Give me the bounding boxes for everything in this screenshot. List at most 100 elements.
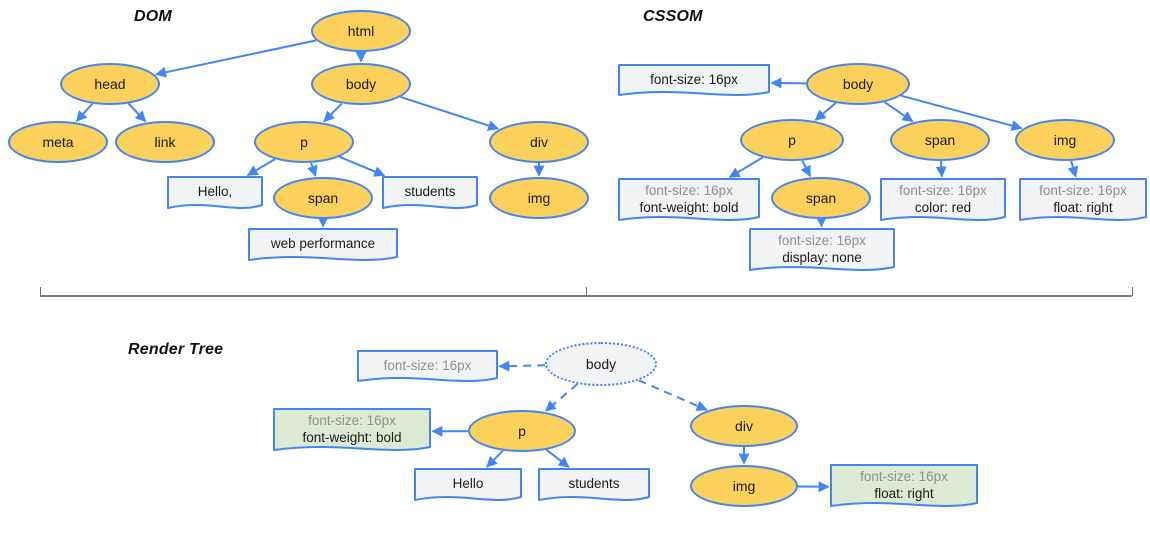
box-label: font-size: 16px (357, 358, 498, 374)
section-title-render-tree: Render Tree (128, 341, 224, 358)
dom-box-webperf[interactable]: web performance (248, 228, 398, 265)
node-label: span (307, 190, 339, 206)
render_tree-box-rb_body[interactable]: font-size: 16px (357, 350, 498, 386)
cssom-node-c_span2[interactable]: span (771, 177, 871, 219)
box-line: font-size: 16px (383, 357, 472, 373)
cssom-node-c_body[interactable]: body (806, 63, 910, 105)
node-label: body (585, 356, 617, 372)
box-label: font-size: 16px (618, 72, 770, 88)
box-line: font-size: 16px (778, 233, 866, 249)
box-line: font-size: 16px (899, 183, 987, 199)
node-label: body (842, 76, 874, 92)
render_tree-node-r_img[interactable]: img (690, 465, 798, 507)
dom-node-html[interactable]: html (311, 10, 411, 52)
divider-tick-left (40, 287, 41, 296)
render_tree-node-r_p[interactable]: p (468, 410, 576, 452)
dom-edge-body-to-div (400, 95, 500, 131)
node-label: img (732, 478, 756, 494)
node-label: img (527, 190, 551, 206)
dom-node-body[interactable]: body (311, 63, 411, 105)
section-divider (40, 295, 1132, 297)
dom-edge-p-to-students (339, 155, 386, 177)
render_tree-edge-r_p-to-rb_hello (486, 449, 504, 468)
dom-node-span[interactable]: span (273, 177, 373, 219)
cssom-edge-c_img-to-b_img (1067, 160, 1079, 178)
cssom-edge-c_p-to-b_p (728, 156, 764, 179)
cssom-node-c_img[interactable]: img (1015, 119, 1115, 161)
dom-node-div[interactable]: div (489, 121, 589, 163)
box-line: font-size: 16px (308, 413, 396, 429)
node-label: div (530, 134, 548, 150)
render_tree-edge-r_body-to-r_p (544, 383, 579, 412)
box-line: font-weight: bold (302, 429, 402, 445)
dom-edge-html-to-head (155, 39, 317, 78)
dom-node-img[interactable]: img (489, 177, 589, 219)
divider-tick-right (1132, 287, 1133, 296)
box-line: float: right (874, 485, 934, 501)
node-label: p (300, 134, 308, 150)
section-title-dom: DOM (134, 8, 172, 25)
dom-node-link[interactable]: link (115, 121, 215, 163)
section-title-cssom: CSSOM (643, 8, 703, 25)
box-line: font-size: 16px (650, 71, 738, 87)
node-label: div (735, 418, 753, 434)
dom-box-students[interactable]: students (382, 176, 478, 213)
box-label: Hello, (167, 184, 263, 200)
node-label: html (347, 23, 375, 39)
node-label: span (805, 190, 837, 206)
box-label: students (382, 184, 478, 200)
box-label: Hello (414, 476, 522, 492)
cssom-node-c_span[interactable]: span (890, 119, 990, 161)
render_tree-node-r_div[interactable]: div (690, 405, 798, 447)
dom-edge-head-to-meta (75, 103, 94, 123)
cssom-edge-c_p-to-c_span2 (800, 160, 811, 178)
node-label: body (345, 76, 377, 92)
dom-node-meta[interactable]: meta (8, 121, 108, 163)
cssom-node-c_p[interactable]: p (740, 119, 844, 161)
render_tree-box-rb_students[interactable]: students (538, 468, 650, 505)
box-line: display: none (782, 249, 862, 265)
dom-node-p[interactable]: p (254, 121, 354, 163)
node-label: p (518, 423, 526, 439)
cssom-edge-c_body-to-c_span (883, 101, 914, 123)
box-line: font-weight: bold (639, 199, 739, 215)
dom-edge-head-to-link (127, 102, 147, 123)
dom-box-hello[interactable]: Hello, (167, 176, 263, 213)
dom-edge-p-to-span (307, 162, 318, 177)
cssom-box-b_body[interactable]: font-size: 16px (618, 64, 770, 100)
cssom-edge-c_body-to-c_p (814, 102, 837, 121)
render_tree-edge-r_body-to-rb_body (498, 360, 546, 372)
cssom-edge-c_body-to-b_body (770, 77, 807, 89)
box-line: font-size: 16px (1039, 183, 1127, 199)
box-label: web performance (248, 236, 398, 252)
render_tree-edge-r_p-to-rb_students (545, 448, 570, 468)
node-label: meta (42, 134, 74, 150)
node-label: head (94, 76, 126, 92)
box-line: students (404, 184, 456, 200)
divider-tick-middle (586, 287, 587, 296)
box-line: color: red (914, 199, 972, 215)
box-line: students (568, 476, 620, 492)
dom-edge-p-to-hello (246, 158, 276, 177)
node-label: span (924, 132, 956, 148)
box-line: font-size: 16px (860, 469, 948, 485)
render_tree-box-rb_hello[interactable]: Hello (414, 468, 522, 505)
render_tree-node-r_body[interactable]: body (545, 342, 657, 386)
dom-node-head[interactable]: head (60, 63, 160, 105)
dom-edge-body-to-p (323, 102, 343, 123)
box-line: web performance (270, 236, 376, 252)
box-line: float: right (1053, 199, 1113, 215)
